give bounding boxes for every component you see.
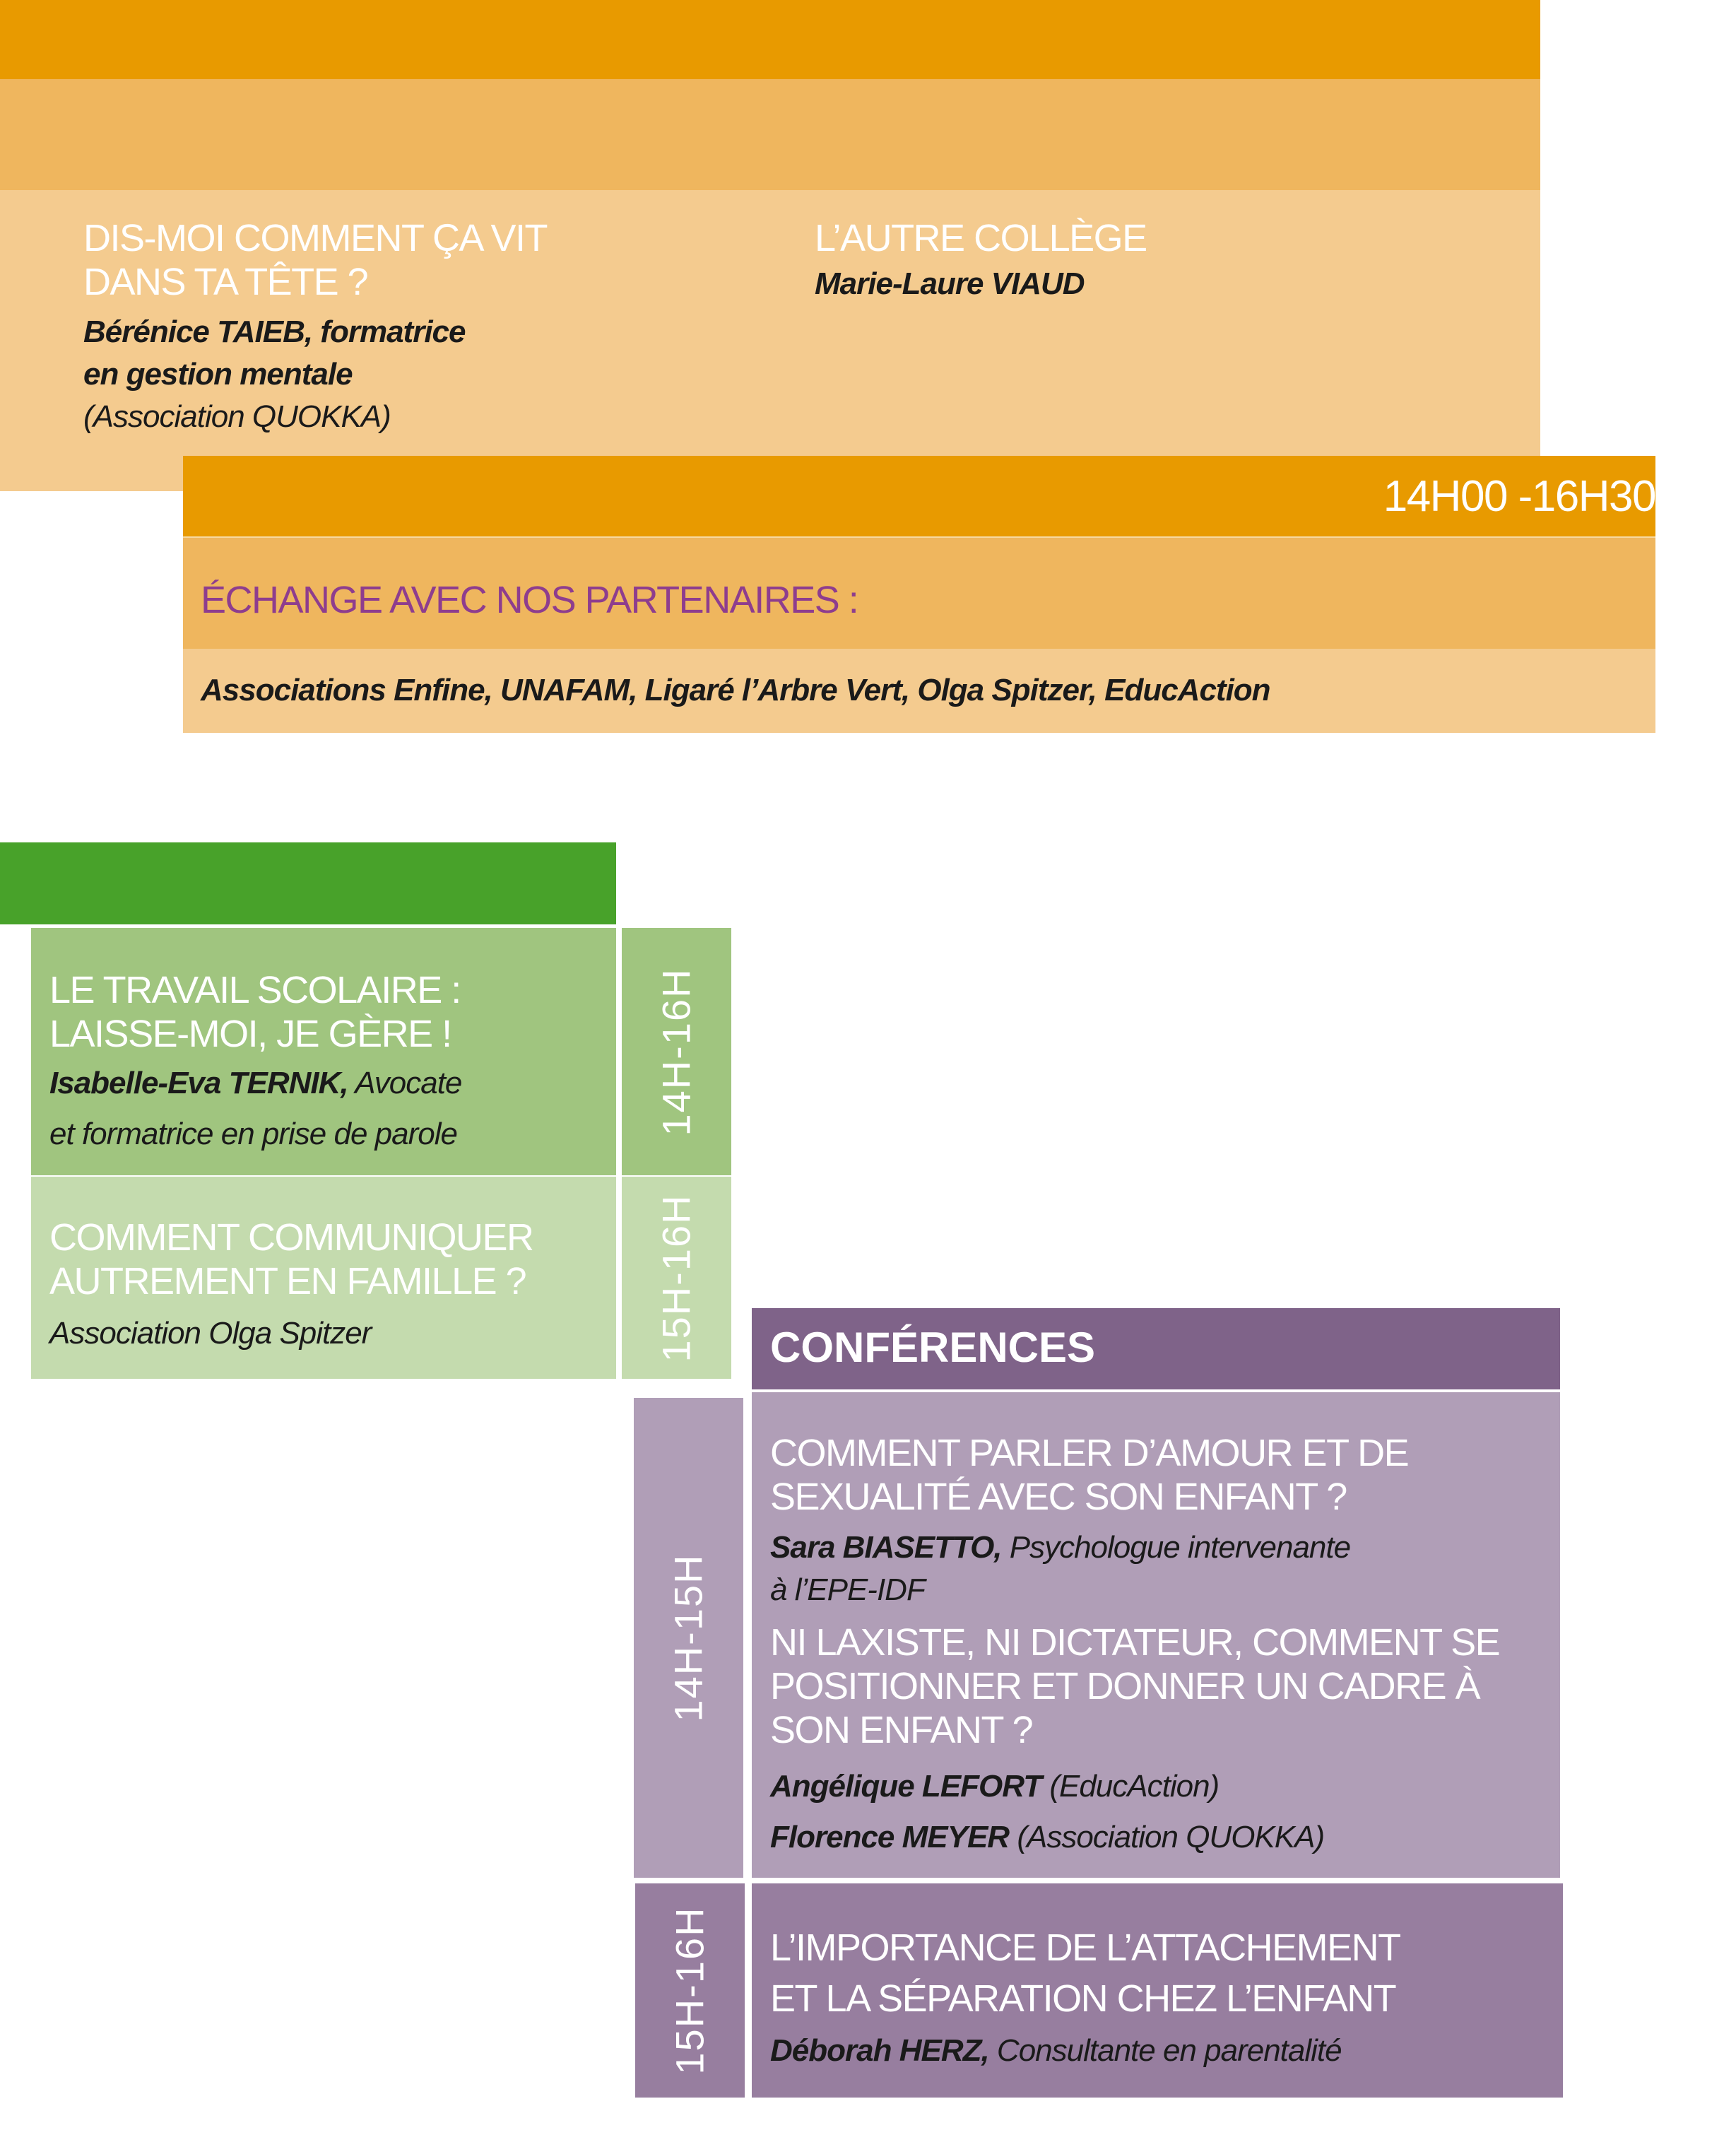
slot2-time-col: 15H-16H xyxy=(635,1883,745,2098)
exchange-title-band xyxy=(183,538,1655,649)
conferences-title: CONFÉRENCES xyxy=(770,1324,1096,1371)
workshops-band xyxy=(0,842,616,924)
workshop-2-speaker: Association Olga Spitzer xyxy=(49,1316,372,1351)
workshop-2-time-col: 15H-16H xyxy=(622,1177,731,1379)
exchange-partners: Associations Enfine, UNAFAM, Ligaré l’Ar… xyxy=(201,673,1271,707)
talk2-speakers: Angélique LEFORT (EducAction)Florence ME… xyxy=(770,1769,1325,1854)
item2-title: L’AUTRE COLLÈGE xyxy=(815,217,1147,259)
exchange-partners-band xyxy=(183,649,1655,733)
conference-slot2 xyxy=(752,1883,1563,2098)
workshop-2 xyxy=(31,1177,616,1379)
conference-slot1 xyxy=(752,1392,1560,1878)
exchange-time-bar xyxy=(183,456,1655,538)
slot2-speaker: Déborah HERZ, Consultante en parentalité xyxy=(770,2033,1342,2068)
workshop-1 xyxy=(31,928,616,1175)
slot2-time: 15H-16H xyxy=(668,1906,713,2075)
exchange-time: 14H00 -16H30 xyxy=(1383,472,1657,521)
workshop-1-time-col: 14H-16H xyxy=(622,928,731,1175)
workshop-1-title: LE TRAVAIL SCOLAIRE :LAISSE-MOI, JE GÈRE… xyxy=(49,969,461,1055)
item1-speaker: Bérénice TAIEB, formatrice en gestion me… xyxy=(83,314,466,434)
top-subband xyxy=(0,79,1540,190)
top-content xyxy=(0,190,1540,491)
slot1-time: 14H-15H xyxy=(666,1553,711,1722)
item2-speaker: Marie-Laure VIAUD xyxy=(815,266,1085,301)
workshop-1-time: 14H-16H xyxy=(654,967,699,1136)
workshop-2-time: 15H-16H xyxy=(654,1193,699,1363)
top-band xyxy=(0,0,1540,79)
slot1-time-col: 14H-15H xyxy=(634,1398,743,1878)
conferences-header xyxy=(752,1308,1560,1389)
exchange-title: ÉCHANGE AVEC NOS PARTENAIRES : xyxy=(201,579,859,621)
